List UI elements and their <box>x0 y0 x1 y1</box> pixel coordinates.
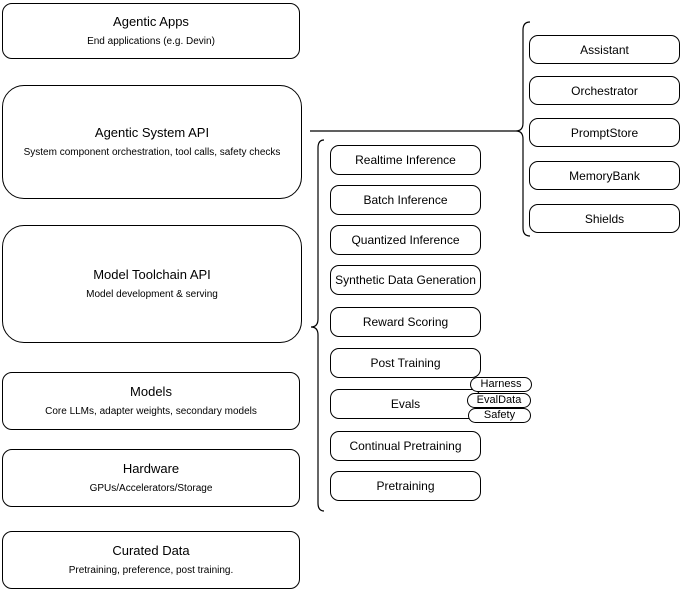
node-label: Batch Inference <box>363 193 448 207</box>
node-pretraining: Pretraining <box>330 471 481 501</box>
node-orchestrator: Orchestrator <box>529 76 680 105</box>
pill-label: Safety <box>483 409 516 421</box>
pill-safety: Safety <box>468 408 531 423</box>
node-batch-inference: Batch Inference <box>330 185 481 215</box>
node-title: Curated Data <box>112 542 190 558</box>
node-label: Assistant <box>580 42 629 57</box>
pill-label: EvalData <box>476 394 522 406</box>
node-agentic-apps: Agentic Apps End applications (e.g. Devi… <box>2 3 300 59</box>
brace-toolchain-group-icon <box>310 139 325 512</box>
node-label: Orchestrator <box>571 83 638 98</box>
node-title: Hardware <box>122 460 180 476</box>
node-post-training: Post Training <box>330 348 481 378</box>
node-continual-pretraining: Continual Pretraining <box>330 431 481 461</box>
node-subtitle: Core LLMs, adapter weights, secondary mo… <box>45 405 257 417</box>
node-label: Quantized Inference <box>351 233 460 247</box>
node-realtime-inference: Realtime Inference <box>330 145 481 175</box>
node-title: Agentic System API <box>94 124 210 140</box>
node-model-toolchain-api: Model Toolchain API Model development & … <box>2 225 302 343</box>
pill-harness: Harness <box>470 377 532 392</box>
node-title: Model Toolchain API <box>93 266 211 282</box>
node-hardware: Hardware GPUs/Accelerators/Storage <box>2 449 300 507</box>
node-title: Agentic Apps <box>113 13 189 29</box>
node-label: Reward Scoring <box>362 315 449 329</box>
node-evals: Evals <box>330 389 481 419</box>
node-label: MemoryBank <box>569 168 640 183</box>
node-label: Pretraining <box>376 479 435 493</box>
node-subtitle: GPUs/Accelerators/Storage <box>89 482 213 494</box>
node-subtitle: System component orchestration, tool cal… <box>23 146 281 158</box>
node-curated-data: Curated Data Pretraining, preference, po… <box>2 531 300 589</box>
node-subtitle: Pretraining, preference, post training. <box>68 564 234 576</box>
pill-label: Harness <box>480 378 522 390</box>
node-label: Shields <box>584 211 625 226</box>
brace-agentic-group-icon <box>515 21 531 237</box>
pill-evaldata: EvalData <box>467 393 531 408</box>
node-label: PromptStore <box>570 125 639 140</box>
node-subtitle: End applications (e.g. Devin) <box>87 35 215 47</box>
node-memorybank: MemoryBank <box>529 161 680 190</box>
node-assistant: Assistant <box>529 35 680 64</box>
node-label: Post Training <box>370 356 441 370</box>
node-label: Realtime Inference <box>355 153 456 167</box>
node-subtitle: Model development & serving <box>86 288 218 300</box>
node-quantized-inference: Quantized Inference <box>330 225 481 255</box>
node-label: Synthetic Data Generation <box>335 273 476 287</box>
node-shields: Shields <box>529 204 680 233</box>
node-synthetic-data-generation: Synthetic Data Generation <box>330 265 481 295</box>
node-promptstore: PromptStore <box>529 118 680 147</box>
node-label: Continual Pretraining <box>349 439 462 453</box>
node-title: Models <box>130 383 172 399</box>
node-reward-scoring: Reward Scoring <box>330 307 481 337</box>
node-agentic-system-api: Agentic System API System component orch… <box>2 85 302 199</box>
node-label: Evals <box>390 397 421 411</box>
node-models: Models Core LLMs, adapter weights, secon… <box>2 372 300 430</box>
